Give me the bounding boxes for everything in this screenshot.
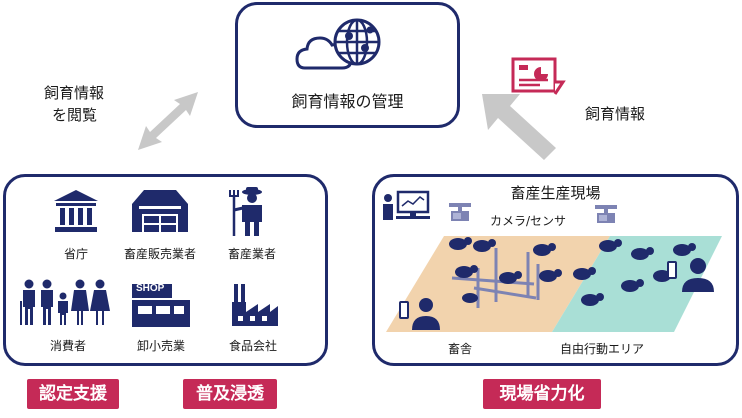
- report-document-icon: [511, 57, 566, 95]
- consumer-label: 消費者: [49, 339, 86, 353]
- government-building-icon: [54, 190, 98, 232]
- site-title: 畜産生産現場: [510, 184, 601, 202]
- barn-icon: [132, 190, 188, 232]
- left-arrow-label-line2: を閲覧: [52, 106, 98, 124]
- worker-tablet-left-icon: [399, 298, 440, 330]
- up-left-arrow-icon: [482, 94, 556, 160]
- right-arrow-label: 飼育情報: [585, 105, 646, 123]
- shop-icon: [132, 284, 190, 327]
- certification-tag: 認定支援: [27, 379, 119, 409]
- left-arrow-label-line1: 飼育情報: [44, 84, 105, 102]
- diffusion-tag: 普及浸透: [183, 379, 277, 409]
- factory-icon: [232, 284, 278, 326]
- livestock-sales-label: 畜産販売業者: [123, 247, 196, 261]
- camera-sensor-label: カメラ/センサ: [490, 214, 567, 228]
- ministry-label: 省庁: [63, 247, 88, 261]
- free-area-label: 自由行動エリア: [560, 342, 645, 356]
- livestock-farmer-label: 畜産業者: [227, 247, 276, 261]
- food-company-label: 食品会社: [228, 339, 277, 353]
- shop-sign-text: SHOP: [136, 283, 165, 294]
- camera-right-icon: [595, 205, 617, 223]
- worker-tablet-right-icon: [667, 258, 714, 292]
- camera-left-icon: [449, 203, 471, 221]
- monitor-operator-icon: [383, 190, 430, 220]
- cloud-globe-icon: [295, 18, 381, 70]
- family-icon: [20, 279, 110, 325]
- retail-label: 卸小売業: [136, 339, 185, 353]
- labor-saving-tag: 現場省力化: [483, 379, 601, 409]
- double-arrow-icon: [138, 92, 198, 150]
- farm-floor-plan: [386, 236, 722, 332]
- central-box-title: 飼育情報の管理: [291, 92, 404, 111]
- barn-label: 畜舎: [448, 342, 473, 356]
- farmer-icon: [229, 187, 262, 236]
